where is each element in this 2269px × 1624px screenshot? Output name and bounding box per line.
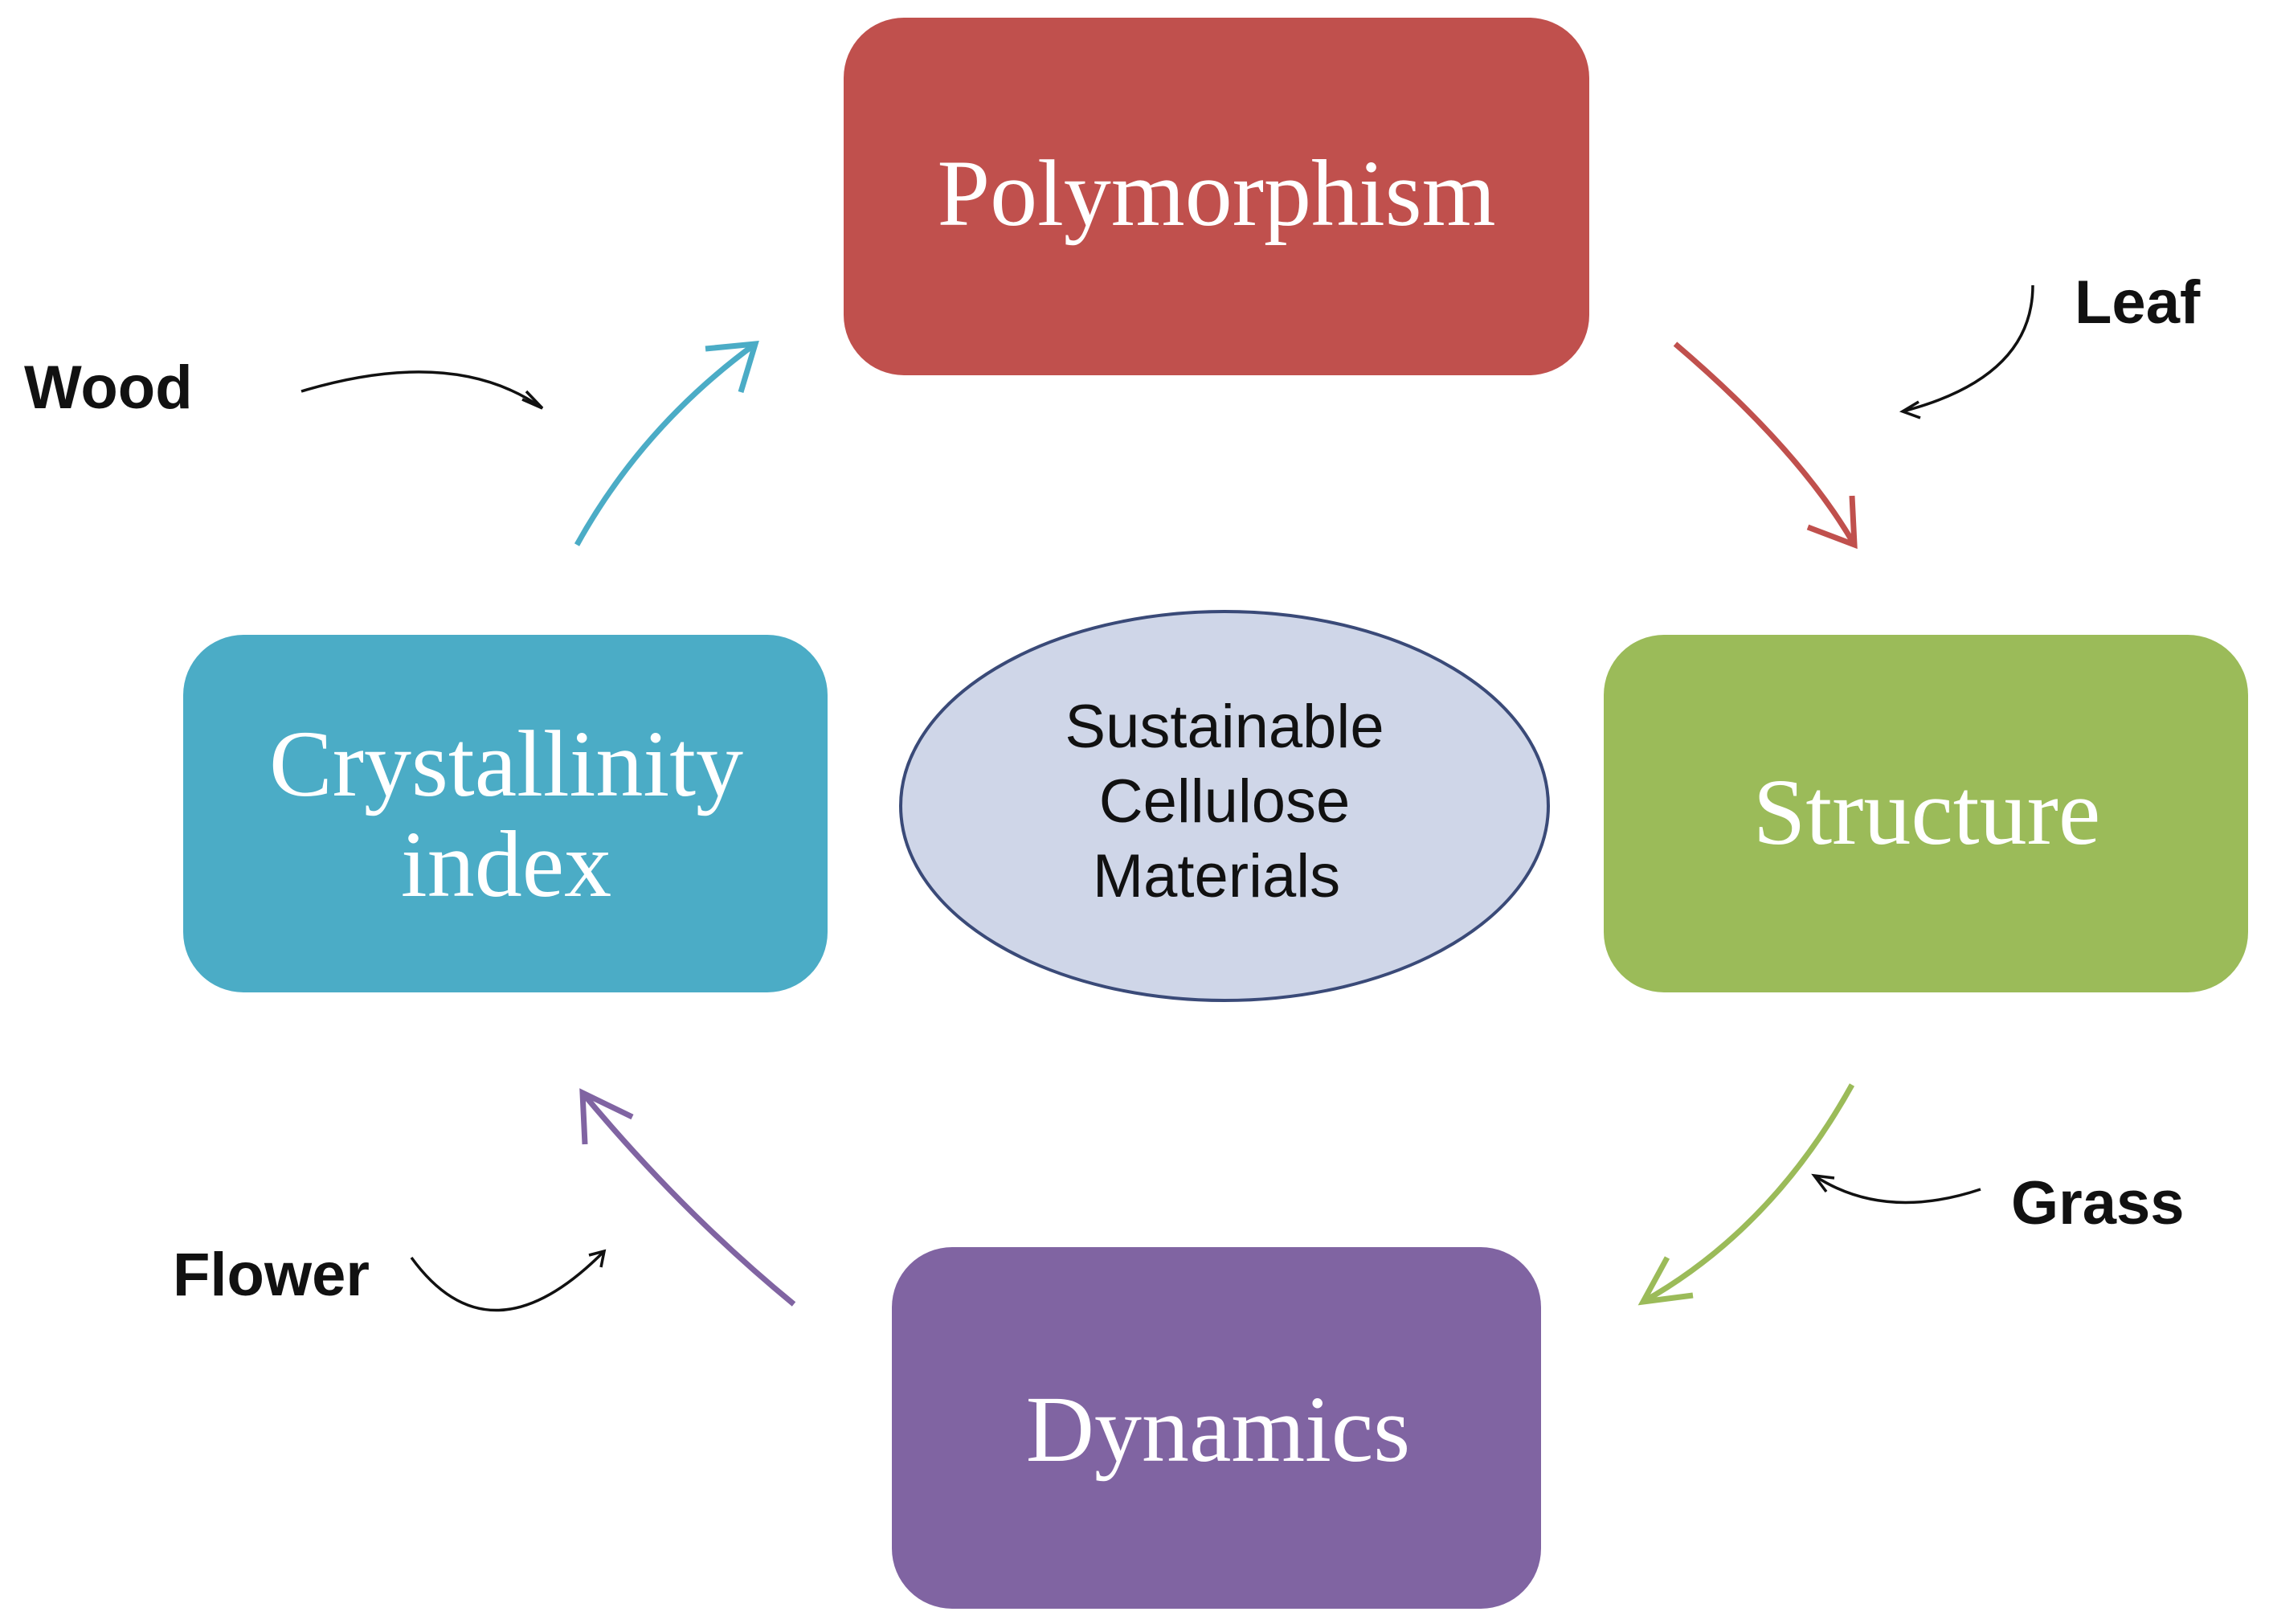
center-ellipse [899, 610, 1550, 1002]
dynamics-node: Dynamics [892, 1247, 1541, 1609]
wood-pointer-arrow [300, 370, 544, 410]
flower-pointer-arrow [410, 1249, 607, 1312]
grass-pointer-arrow [1811, 1173, 1981, 1205]
arrow-dynamics-to-crystallinity [579, 1088, 796, 1307]
wood-label: Wood [24, 354, 193, 422]
structure-box [1604, 635, 2248, 992]
dynamics-label: Dynamics [1026, 1377, 1410, 1482]
arrow-polymorphism-to-structure [1673, 342, 1858, 550]
crystallinity-label-line-2: index [401, 812, 611, 917]
center-label-line-2: Cellulose [1099, 767, 1351, 836]
structure-node: Structure [1604, 635, 2248, 992]
polymorphism-box [844, 18, 1589, 375]
leaf-label: Leaf [2075, 268, 2201, 337]
center-node: Sustainable Cellulose Materials [899, 610, 1550, 1002]
center-label-line-3: Materials [1093, 842, 1340, 910]
crystallinity-label-line-1: Crystallinity [269, 711, 743, 816]
arrow-crystallinity-to-polymorphism [574, 341, 759, 546]
grass-label: Grass [2011, 1169, 2185, 1237]
flower-label: Flower [173, 1241, 370, 1309]
center-label-line-1: Sustainable [1065, 693, 1384, 761]
arrow-structure-to-dynamics [1637, 1083, 1855, 1306]
polymorphism-label: Polymorphism [938, 141, 1496, 246]
crystallinity-index-node: Crystallinity index [183, 635, 828, 992]
polymorphism-node: Polymorphism [844, 18, 1589, 375]
leaf-pointer-arrow [1899, 284, 2034, 419]
structure-label: Structure [1753, 759, 2101, 865]
dynamics-box [892, 1247, 1541, 1609]
crystallinity-index-box [183, 635, 828, 992]
